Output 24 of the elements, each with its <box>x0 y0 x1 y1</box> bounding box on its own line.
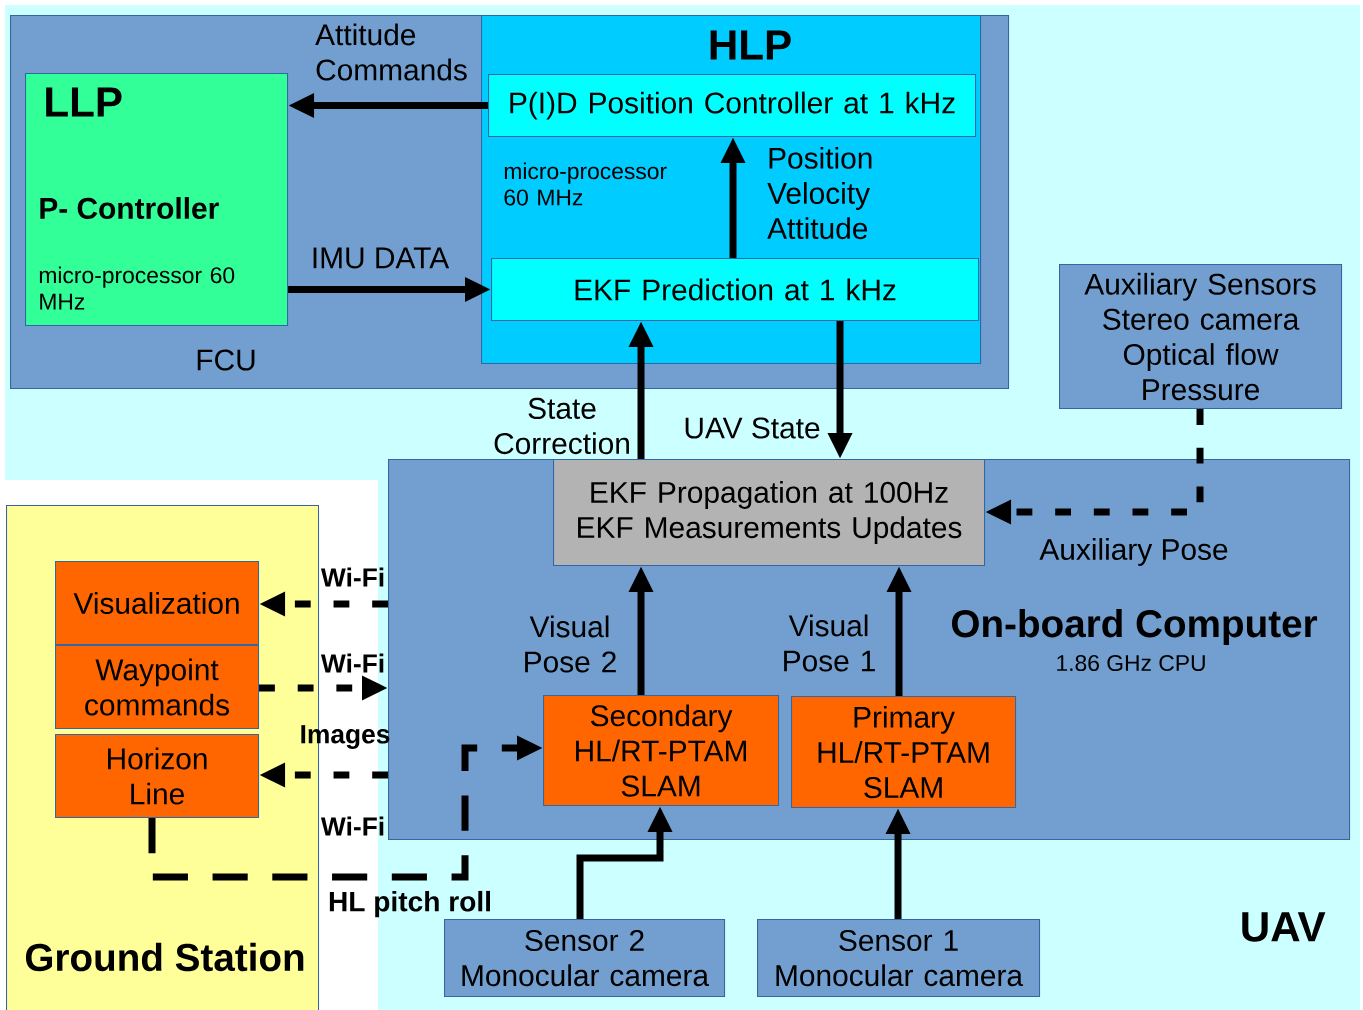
process-box: Waypoint commands <box>55 645 260 730</box>
edge-label: Auxiliary Pose <box>1039 538 1228 566</box>
sensor-box: Auxiliary Sensors Stereo camera Optical flow Pressure <box>1059 264 1343 410</box>
process-box: Visualization <box>55 561 260 646</box>
sensor-box: Sensor 1 Monocular camera <box>757 919 1041 998</box>
edge-label: Visual Pose 1 <box>784 614 875 672</box>
process-box: P(I)D Position Controller at 1 kHz <box>488 74 977 138</box>
edge-label: UAV State <box>685 417 820 439</box>
edge-label: Position Velocity Attitude <box>767 146 872 240</box>
process-box: Primary HL/RT-PTAM SLAM <box>791 696 1017 809</box>
edge-label: IMU DATA <box>313 247 450 269</box>
edge-label: State Correction <box>494 397 629 455</box>
link-label: Wi-Fi <box>320 816 384 836</box>
process-box: EKF Propagation at 100Hz EKF Measurements Updates <box>553 459 986 567</box>
process-box: Secondary HL/RT-PTAM SLAM <box>543 695 780 807</box>
sensor-box: Sensor 2 Monocular camera <box>444 919 726 998</box>
process-box: EKF Prediction at 1 kHz <box>491 258 980 322</box>
process-box: Horizon Line <box>55 734 260 819</box>
edge-label: Wi-Fi <box>320 567 384 587</box>
edge-label: Wi-Fi <box>320 653 384 673</box>
edge-label: Visual Pose 2 <box>525 615 616 673</box>
controller-box: LLP P- Controller micro-processor 60 MHz <box>25 73 289 327</box>
edge-label: Attitude Commands <box>315 23 467 81</box>
edge-label: HL pitch roll <box>329 890 490 918</box>
